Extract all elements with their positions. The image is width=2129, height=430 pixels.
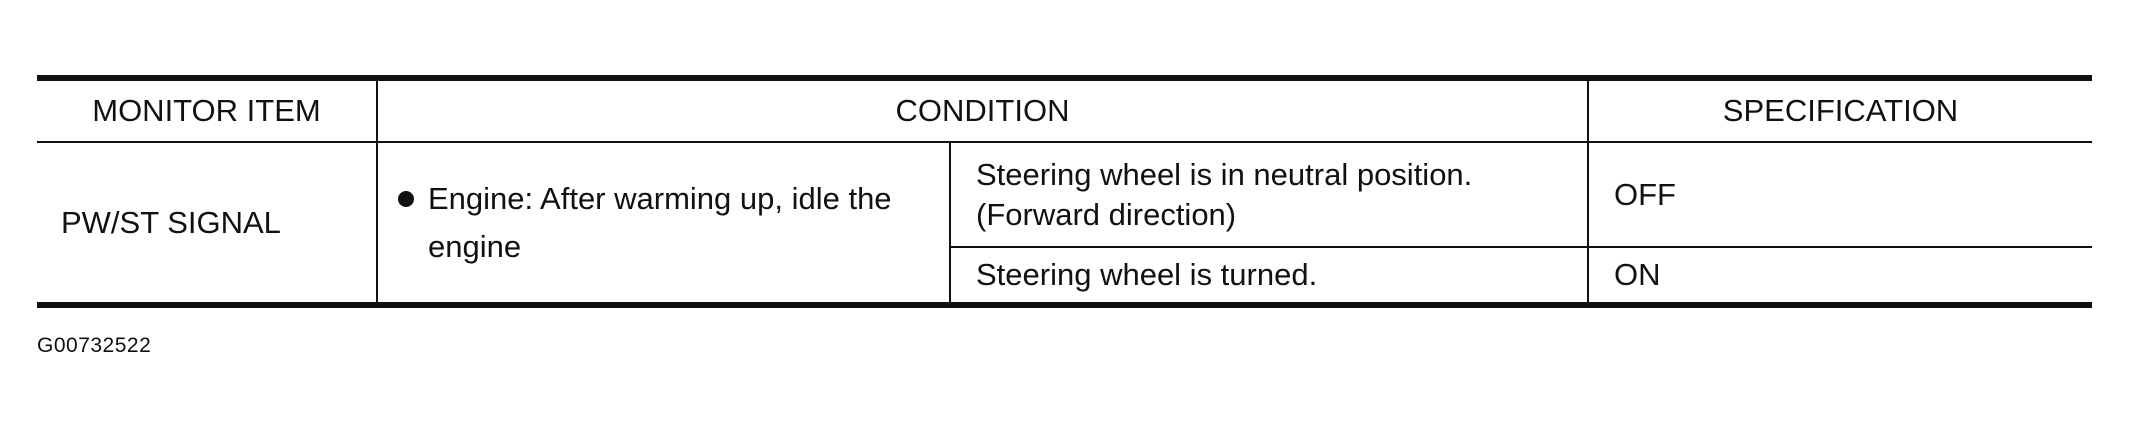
header-specification: SPECIFICATION	[1587, 75, 2092, 143]
bullet-icon	[398, 190, 414, 207]
specification-cell: ON	[1587, 246, 2092, 308]
table-header-row: MONITOR ITEM CONDITION SPECIFICATION	[37, 75, 2092, 143]
condition-text: Engine: After warming up, idle the engin…	[428, 180, 892, 264]
sub-condition-cell: Steering wheel is in neutral position. (…	[949, 142, 1588, 247]
header-condition: CONDITION	[376, 75, 1588, 143]
condition-bullet-item: Engine: After warming up, idle the engin…	[398, 175, 949, 271]
condition-cell: Engine: After warming up, idle the engin…	[376, 142, 950, 308]
figure-id: G00732522	[37, 334, 152, 357]
header-monitor-item: MONITOR ITEM	[37, 75, 377, 143]
monitor-item-cell: PW/ST SIGNAL	[37, 142, 377, 308]
table-row: Steering wheel is turned. ON	[37, 246, 2092, 308]
sub-condition-cell: Steering wheel is turned.	[949, 246, 1588, 308]
specification-cell: OFF	[1587, 142, 2092, 247]
table-row: PW/ST SIGNAL Engine: After warming up, i…	[37, 142, 2092, 308]
monitor-spec-table: MONITOR ITEM CONDITION SPECIFICATION PW/…	[37, 75, 2092, 308]
